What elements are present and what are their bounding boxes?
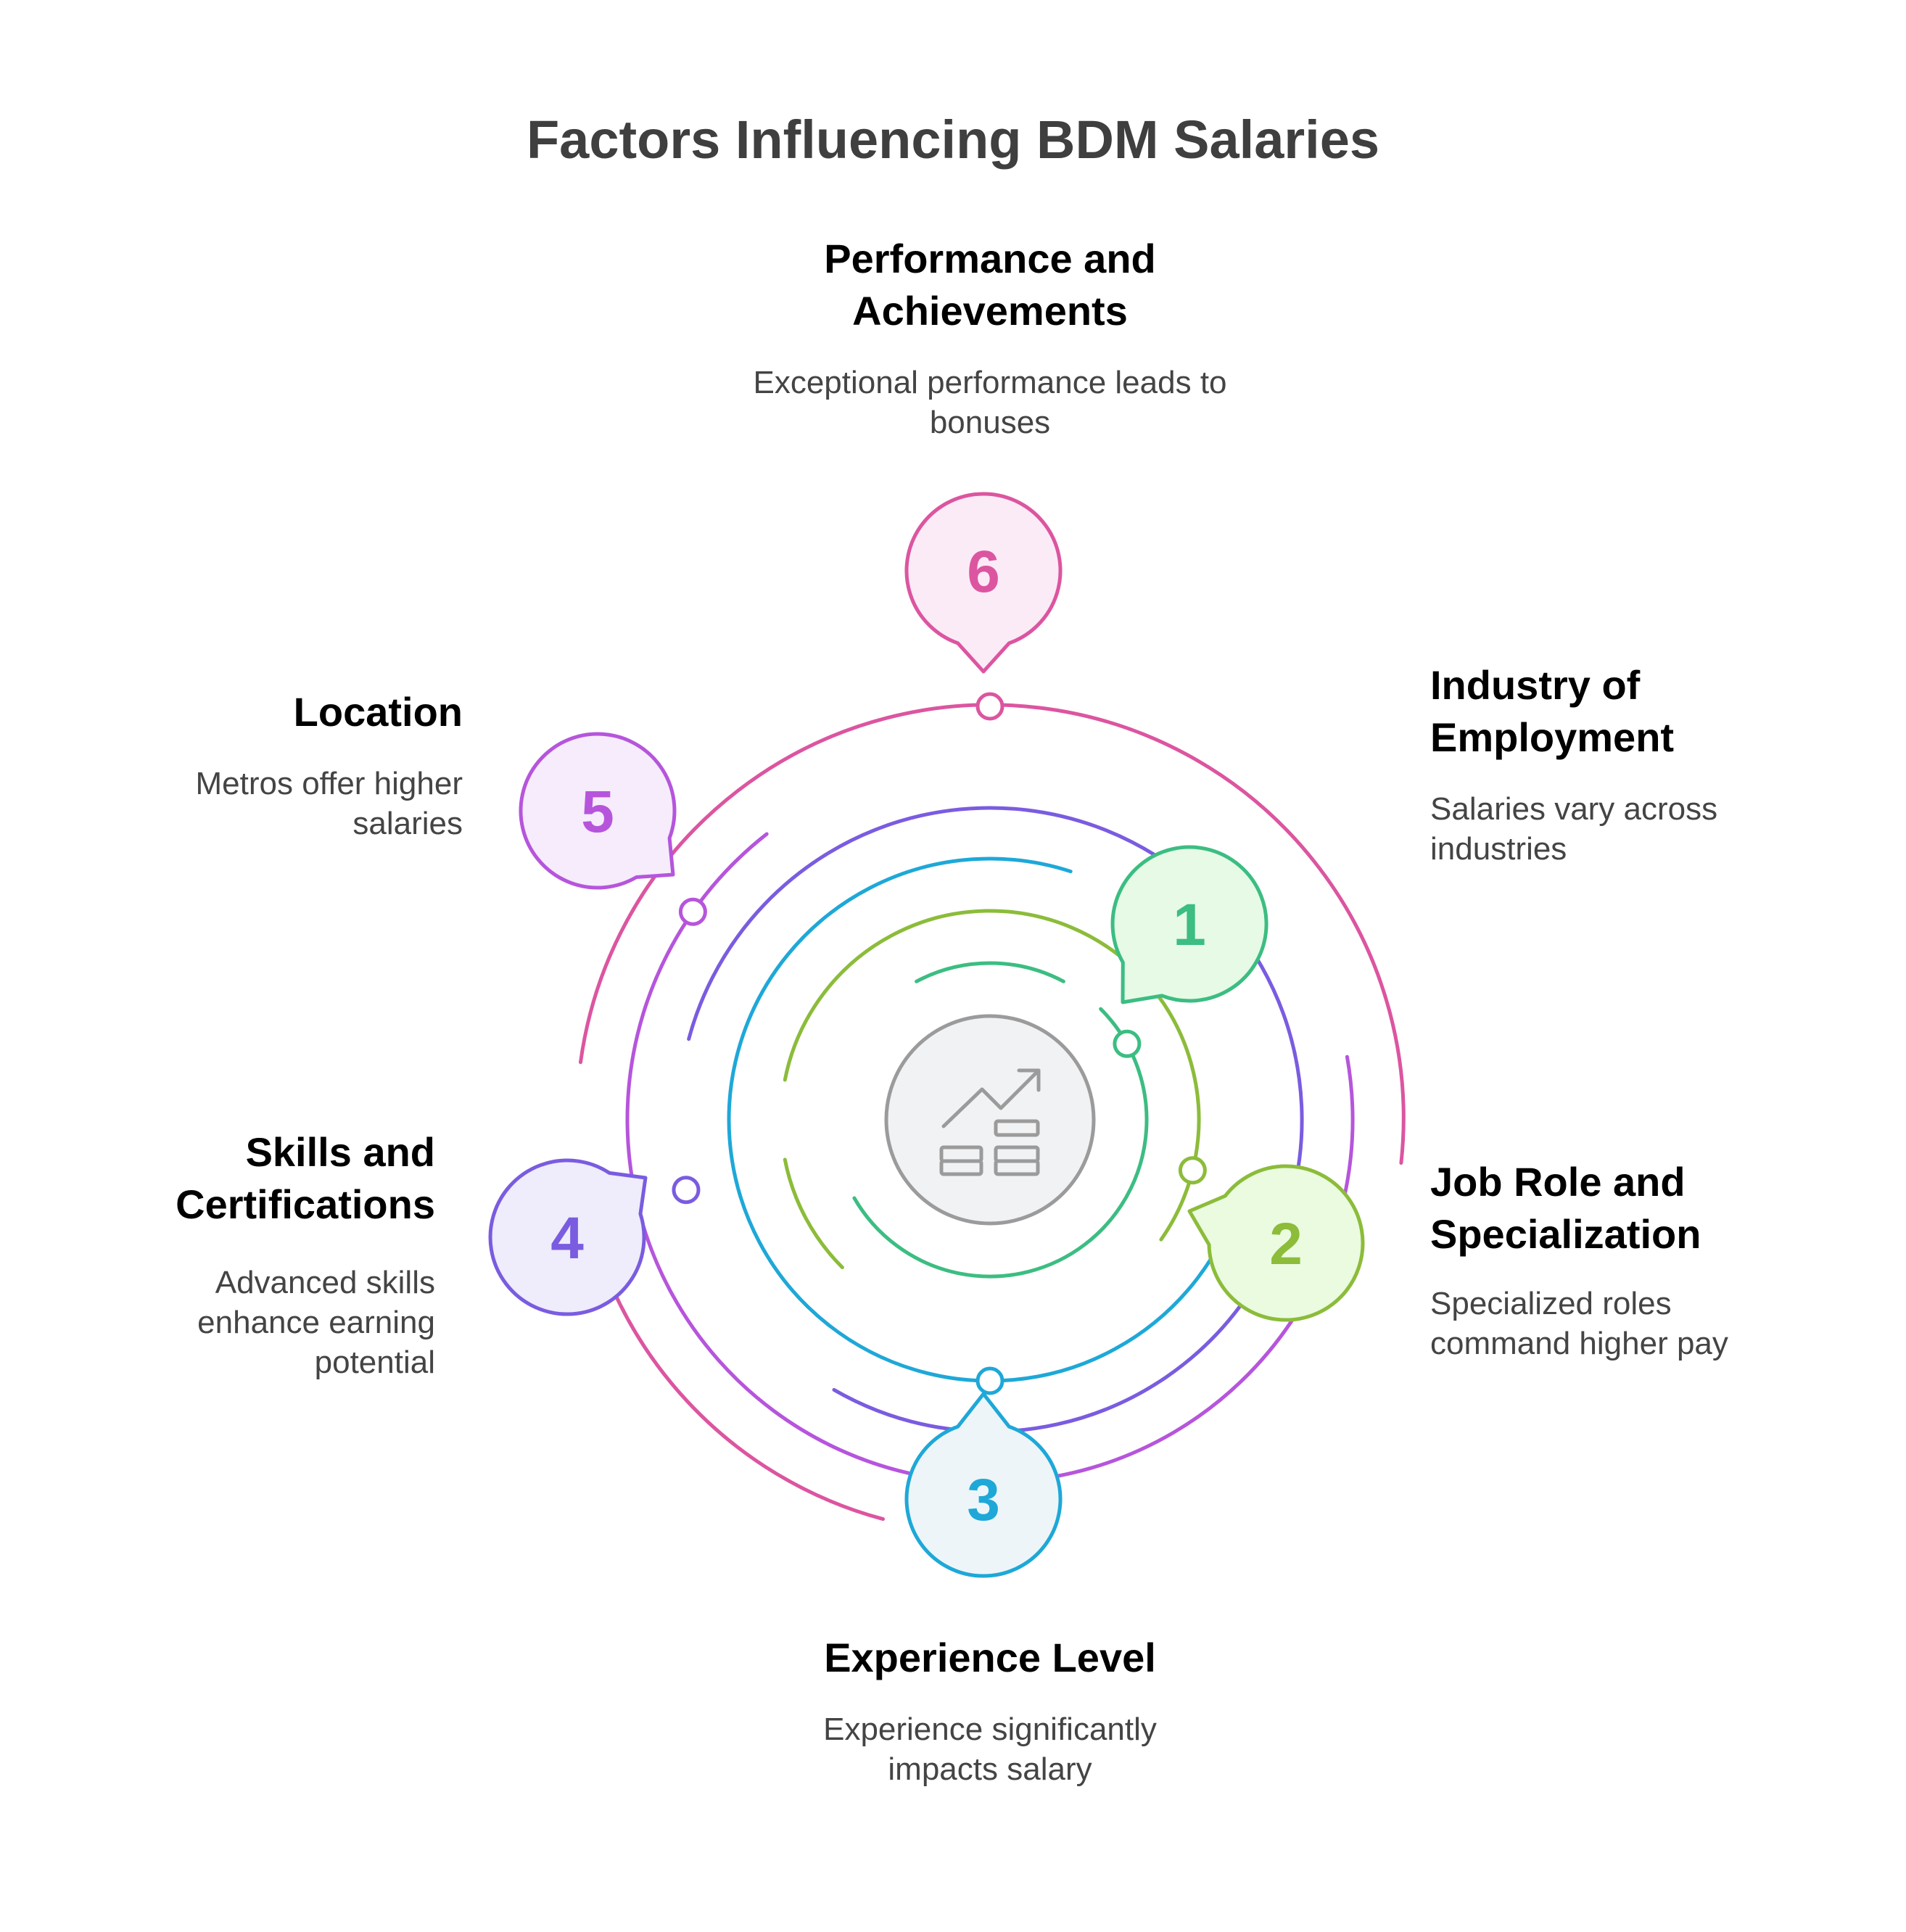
badge-3: 3 <box>904 1392 1063 1578</box>
badge-bubble <box>488 1158 648 1316</box>
connector-dot-5 <box>678 897 707 926</box>
connector-dot-4 <box>672 1176 701 1205</box>
factor-1-heading: Industry of Employment <box>1430 662 1675 760</box>
factor-3-description: Experience significantly impacts salary <box>823 1712 1157 1787</box>
badge-number: 2 <box>1269 1211 1303 1277</box>
ring-1-arc <box>852 1007 1149 1279</box>
ring-5-arc <box>625 832 1331 1485</box>
badge-bubble <box>1110 845 1268 1004</box>
badge-4: 4 <box>488 1158 648 1316</box>
badge-1: 1 <box>1110 845 1268 1004</box>
badge-number: 6 <box>967 539 1000 605</box>
badge-bubble <box>519 732 677 890</box>
factor-3-heading: Experience Level <box>824 1635 1156 1680</box>
badge-bubble <box>1187 1164 1365 1322</box>
badge-5: 5 <box>519 732 677 890</box>
badge-bubble <box>904 1392 1063 1578</box>
ring-1-arc <box>915 961 1065 983</box>
badge-number: 5 <box>581 779 614 845</box>
ring-3-arc <box>727 856 1243 1383</box>
badge-2: 2 <box>1187 1164 1365 1322</box>
factor-4-heading: Skills and Certifications <box>176 1129 435 1227</box>
badge-bubble <box>904 492 1063 674</box>
connector-dot-6 <box>975 692 1004 721</box>
connector-dot-1 <box>1113 1029 1142 1058</box>
factor-1-description: Salaries vary across industries <box>1430 791 1718 867</box>
badge-6: 6 <box>904 492 1063 674</box>
page-title: Factors Influencing BDM Salaries <box>526 110 1380 170</box>
ring-4-arc <box>687 806 1158 1041</box>
ring-5-arc <box>1340 1054 1355 1210</box>
factor-5-heading: Location <box>293 689 463 735</box>
growth-chart-coins-icon <box>939 1068 1041 1176</box>
factor-2-description: Specialized roles command higher pay <box>1430 1286 1728 1361</box>
factor-6-heading: Performance and Achievements <box>824 236 1156 334</box>
badge-number: 1 <box>1173 892 1206 958</box>
ring-2-arc <box>783 1157 844 1270</box>
badges-group: 1 2 3 4 5 6 <box>488 492 1365 1578</box>
center-hub <box>884 1014 1096 1226</box>
connector-dots-group <box>672 692 1207 1395</box>
connector-dot-3 <box>975 1366 1004 1395</box>
badge-number: 3 <box>967 1467 1000 1533</box>
factor-2-heading: Job Role and Specialization <box>1430 1159 1701 1257</box>
ring-2-arc <box>783 909 1201 1242</box>
badge-number: 4 <box>550 1205 584 1271</box>
factor-6-description: Exceptional performance leads to bonuses <box>753 365 1227 440</box>
factor-4-description: Advanced skills enhance earning potentia… <box>197 1265 435 1380</box>
connector-dot-2 <box>1178 1156 1207 1185</box>
factor-5-description: Metros offer higher salaries <box>195 766 463 841</box>
